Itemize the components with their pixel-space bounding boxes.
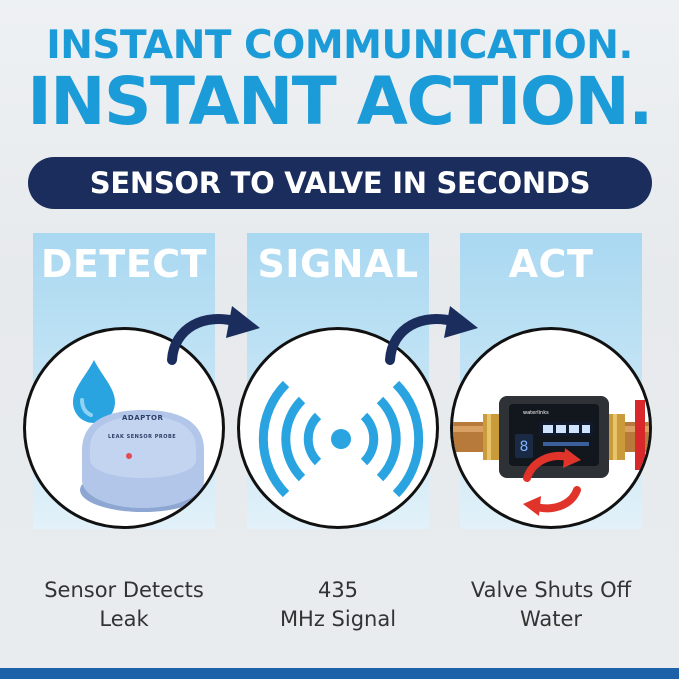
sensor-label: LEAK SENSOR PROBE xyxy=(108,434,177,440)
sensor-led-icon xyxy=(126,453,132,459)
detect-caption: Sensor Detects Leak xyxy=(14,576,234,634)
valve-handle-icon xyxy=(635,400,645,470)
signal-circle xyxy=(237,327,439,529)
signal-caption-line-1: 435 xyxy=(317,578,359,602)
water-drop-icon xyxy=(73,360,115,423)
valve-shutoff-icon: 8 xyxy=(453,396,649,516)
detect-caption-line-2: Leak xyxy=(99,607,149,631)
valve-brand: waterlinks xyxy=(523,410,549,416)
signal-title: SIGNAL xyxy=(257,242,419,286)
bottom-bar xyxy=(0,668,679,679)
banner: SENSOR TO VALVE IN SECONDS xyxy=(28,157,652,209)
headline-line-2: INSTANT ACTION. xyxy=(27,63,653,140)
wireless-signal-icon xyxy=(258,380,424,498)
detect-circle: ADAPTOR LEAK SENSOR PROBE xyxy=(23,327,225,529)
curved-arrow-icon xyxy=(385,306,478,365)
svg-text:8: 8 xyxy=(520,439,529,455)
act-circle: 8 waterlinks xyxy=(450,327,652,529)
headline-line-1: INSTANT COMMUNICATION. xyxy=(46,23,633,68)
sensor-brand: ADAPTOR xyxy=(122,414,164,422)
signal-caption: 435 MHz Signal xyxy=(228,576,448,634)
signal-caption-line-2: MHz Signal xyxy=(279,607,397,631)
act-title: ACT xyxy=(508,242,594,286)
act-caption-line-1: Valve Shuts Off xyxy=(470,578,632,602)
leak-sensor-icon xyxy=(73,360,206,512)
curved-arrow-icon xyxy=(167,306,260,365)
act-caption: Valve Shuts Off Water xyxy=(441,576,661,634)
detect-caption-line-1: Sensor Detects xyxy=(44,578,204,602)
detect-title: DETECT xyxy=(40,242,208,286)
act-caption-line-2: Water xyxy=(519,607,583,631)
banner-text: SENSOR TO VALVE IN SECONDS xyxy=(89,166,591,200)
